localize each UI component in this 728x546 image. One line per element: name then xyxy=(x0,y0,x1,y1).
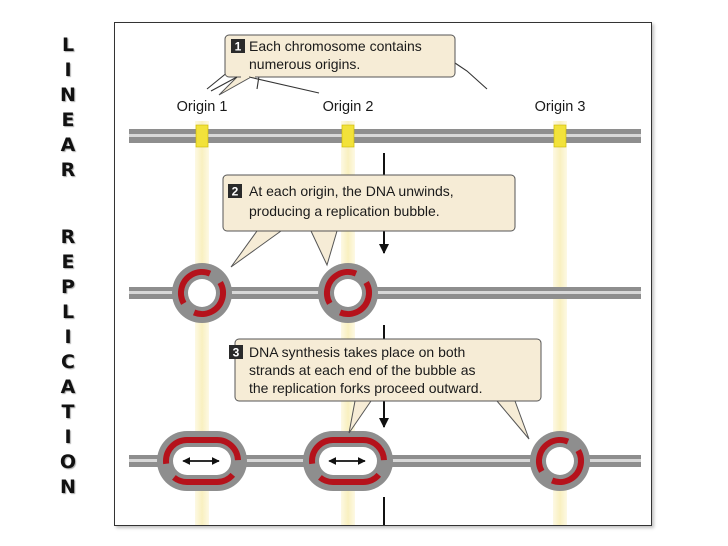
dna-row-3 xyxy=(129,431,641,491)
side-title-letter: P xyxy=(61,276,75,298)
side-title-letter: N xyxy=(60,476,76,498)
replication-bubble xyxy=(318,263,378,323)
side-title-letter: I xyxy=(64,59,72,81)
callout-1-pointer xyxy=(249,77,353,93)
origin-label: Origin 2 xyxy=(323,99,374,115)
callout-text: strands at each end of the bubble as xyxy=(249,362,476,378)
diagram-frame: Origin 1 Origin 2 Origin 3 1 Each chromo… xyxy=(114,22,652,526)
callout-text: DNA synthesis takes place on both xyxy=(249,344,465,360)
dna-row-2 xyxy=(129,263,641,323)
callout-3: 3 DNA synthesis takes place on both stra… xyxy=(229,338,542,440)
replication-bubble xyxy=(172,263,232,323)
origin-marker xyxy=(341,124,355,148)
side-title-letter: L xyxy=(61,34,75,56)
origin-label: Origin 3 xyxy=(535,99,586,115)
side-title-letter: L xyxy=(61,301,75,323)
origin-label: Origin 1 xyxy=(177,99,228,115)
callout-number: 3 xyxy=(233,346,240,360)
side-title-letter: I xyxy=(64,426,72,448)
callout-text: At each origin, the DNA unwinds, xyxy=(249,183,454,199)
side-title-letter: E xyxy=(61,251,75,273)
side-title-letter: A xyxy=(60,376,76,398)
callout-1: 1 Each chromosome contains numerous orig… xyxy=(206,34,488,96)
side-title-letter: N xyxy=(60,84,76,106)
side-title-letter: I xyxy=(64,326,72,348)
callout-1-pointer xyxy=(210,76,238,92)
side-title-letter: T xyxy=(61,401,75,423)
side-title-letter: E xyxy=(61,109,75,131)
callout-text: numerous origins. xyxy=(249,56,360,72)
origin-band xyxy=(553,121,567,525)
callout-text: Each chromosome contains xyxy=(249,38,422,54)
origin-marker xyxy=(553,124,567,148)
callout-text: the replication forks proceed outward. xyxy=(249,380,482,396)
side-title-letter: A xyxy=(60,134,76,156)
replication-bubble-expanded xyxy=(157,431,247,491)
callout-number: 2 xyxy=(232,185,239,199)
replication-diagram: Origin 1 Origin 2 Origin 3 1 Each chromo… xyxy=(129,34,641,525)
callout-2: 2 At each origin, the DNA unwinds, produ… xyxy=(222,174,516,268)
replication-bubble xyxy=(530,431,590,491)
side-title-letter: R xyxy=(60,159,76,181)
callout-number: 1 xyxy=(235,40,242,54)
origin-marker xyxy=(195,124,209,148)
dna-row-1 xyxy=(129,124,641,148)
side-title-letter: C xyxy=(61,351,75,373)
callout-text: producing a replication bubble. xyxy=(249,203,440,219)
replication-bubble-expanded xyxy=(303,431,393,491)
side-title-letter: R xyxy=(60,226,76,248)
side-title-letter: O xyxy=(59,451,77,473)
